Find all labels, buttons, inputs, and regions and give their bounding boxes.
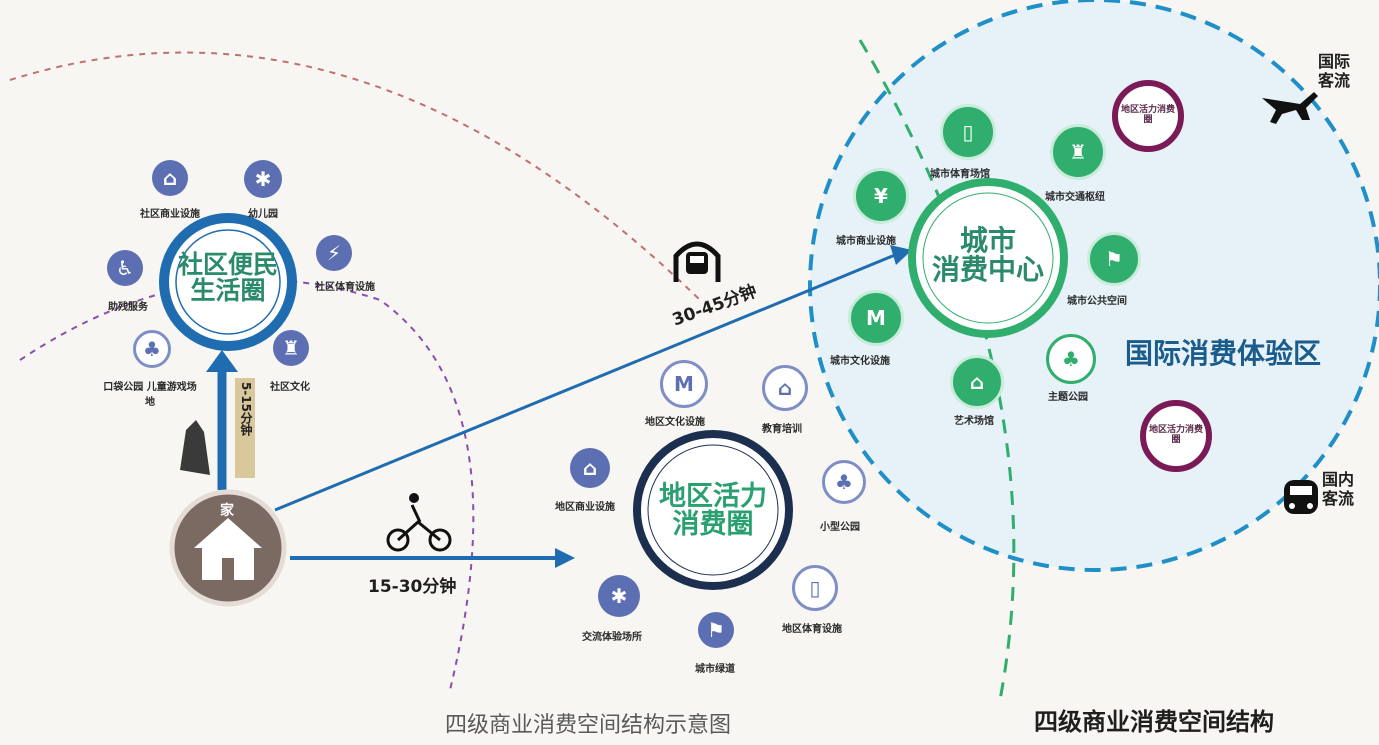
community-hub-line1: 社区便民: [177, 250, 278, 279]
public-space-icon: ⚑: [1087, 232, 1141, 286]
city-hub-inner: [922, 192, 1054, 324]
walk-time-tag: [235, 378, 255, 478]
city-hub-label: 城市 消费中心: [923, 226, 1053, 285]
intl-flow-line1: 国际: [1318, 52, 1351, 71]
intl-zone-label: 国际消费体验区: [1125, 337, 1322, 370]
city-hub-line2: 消费中心: [931, 253, 1044, 287]
outer-arc: [9, 51, 701, 301]
cyclist-icon: [386, 493, 452, 552]
city-hub-line1: 城市: [959, 224, 1016, 257]
district-badge: 地区活力消费圈: [1112, 80, 1184, 152]
district-item-label: 地区商业设施: [555, 502, 615, 513]
district-hub-label: 地区活力 消费圈: [648, 481, 778, 541]
walking-people-icon: [180, 420, 210, 475]
sports-icon: ⚡: [316, 235, 352, 271]
art-venue-icon: ⌂: [950, 355, 1004, 409]
theme-park-icon: ♣: [1046, 334, 1096, 384]
district-item-label: 地区体育设施: [782, 624, 842, 635]
district-item-label: 交流体验场所: [582, 632, 642, 643]
district-item-label: 小型公园: [820, 522, 860, 533]
airplane-icon: [1262, 92, 1318, 124]
intl-flow-line2: 客流: [1318, 71, 1351, 91]
right-caption: 四级商业消费空间结构: [1034, 707, 1274, 736]
walk-time-label: 5-15分钟: [239, 382, 253, 437]
train-icon: [1284, 480, 1318, 514]
sports-facility-icon: ▯: [792, 565, 838, 611]
city-item-label: 艺术场馆: [954, 416, 994, 427]
bike-arrow-head: [555, 548, 575, 568]
park-icon: ♣: [133, 330, 171, 368]
district-hub-line1: 地区活力: [659, 481, 767, 512]
community-item-label: 口袋公园 儿童游戏场地: [103, 382, 197, 408]
culture-icon: ♜: [273, 330, 309, 366]
community-item-label: 幼儿园: [248, 209, 278, 220]
metro-arrow-head: [890, 245, 912, 265]
district-item-label: 城市绿道: [695, 664, 735, 675]
district-hub-line2: 消费圈: [672, 509, 754, 541]
house-roof-icon: [194, 518, 262, 548]
city-item-label: 城市文化设施: [830, 356, 890, 367]
shopping-cart-icon: ⌂: [570, 448, 610, 488]
community-item-label: 社区文化: [270, 382, 310, 393]
community-item-label: 社区体育设施: [315, 282, 375, 293]
transport-hub-icon: ♜: [1050, 124, 1106, 180]
intl-flow-label: 国际 客流: [1318, 52, 1350, 90]
wheelchair-icon: ♿: [107, 250, 143, 286]
stadium-icon: ▯: [940, 104, 996, 160]
city-item-label: 城市体育场馆: [930, 169, 990, 180]
house-door-icon: [222, 558, 234, 580]
district-hub-inner: [647, 444, 779, 576]
district-hub-ring: [633, 430, 793, 590]
community-hub-inner: [175, 229, 281, 335]
district-item-label: 教育培训: [762, 424, 802, 435]
walk-arrow-head: [206, 350, 238, 372]
culture-facility-icon: M: [660, 360, 708, 408]
person-icon: ✱: [598, 575, 640, 617]
education-icon: ⌂: [762, 365, 808, 411]
community-item-label: 社区商业设施: [140, 209, 200, 220]
domestic-flow-label: 国内 客流: [1322, 470, 1354, 508]
city-item-label: 城市交通枢纽: [1045, 192, 1105, 203]
district-arc: [19, 279, 475, 691]
community-item-label: 助残服务: [108, 302, 148, 313]
domestic-flow-line2: 客流: [1322, 489, 1355, 509]
runner-icon: ⚑: [698, 612, 734, 648]
bike-time-label: 15-30分钟: [368, 577, 457, 597]
shopping-cart-icon: ⌂: [152, 160, 188, 196]
metro-train-icon: [673, 241, 721, 282]
home-label: 家: [220, 503, 234, 519]
district-item-label: 地区文化设施: [645, 417, 705, 428]
city-item-label: 主题公园: [1048, 392, 1088, 403]
community-hub-line2: 生活圈: [190, 276, 266, 306]
district-badge: 地区活力消费圈: [1140, 400, 1212, 472]
child-icon: ✱: [244, 160, 282, 198]
center-caption: 四级商业消费空间结构示意图: [445, 713, 732, 738]
domestic-flow-line1: 国内: [1322, 470, 1355, 489]
metro-arrow: [274, 253, 896, 512]
city-culture-icon: M: [848, 290, 904, 346]
park-icon: ♣: [822, 460, 866, 504]
community-hub-label: 社区便民 生活圈: [165, 250, 291, 306]
city-item-label: 城市商业设施: [836, 236, 896, 247]
community-hub-ring: [159, 213, 297, 351]
yen-bag-icon: ¥: [853, 168, 909, 224]
city-item-label: 城市公共空间: [1067, 296, 1127, 307]
city-hub-ring: [908, 178, 1068, 338]
